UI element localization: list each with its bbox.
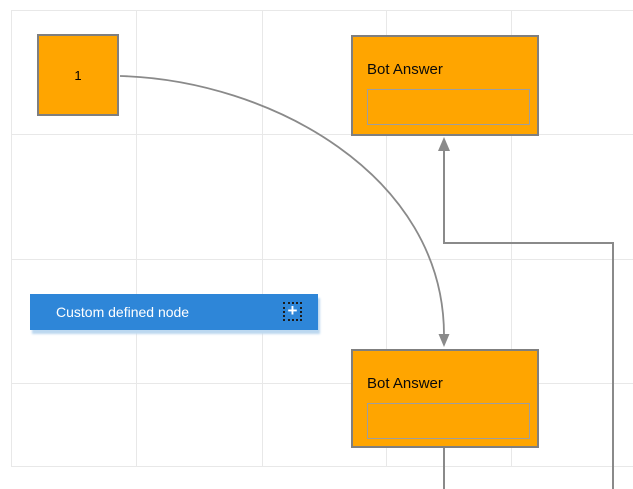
bot-answer-title: Bot Answer xyxy=(367,61,443,78)
bot-answer-text-field[interactable] xyxy=(367,403,530,439)
bot-answer-node-top[interactable]: Bot Answer xyxy=(351,35,539,136)
bot-answer-text-field[interactable] xyxy=(367,89,530,125)
bot-answer-node-bottom[interactable]: Bot Answer xyxy=(351,349,539,448)
arrowhead-down-icon xyxy=(438,334,450,347)
add-node-button[interactable]: + xyxy=(283,302,302,321)
arrowhead-up-icon xyxy=(438,137,450,151)
custom-node-label: Custom defined node xyxy=(56,304,190,320)
connector-bot-bottom-to-bot-top[interactable] xyxy=(438,137,614,489)
plus-icon: + xyxy=(287,301,298,320)
connector-start-to-bot-bottom[interactable] xyxy=(119,75,450,347)
start-node-label: 1 xyxy=(74,67,82,83)
bot-answer-title: Bot Answer xyxy=(367,375,443,392)
start-node[interactable]: 1 xyxy=(37,34,119,116)
custom-defined-node[interactable]: Custom defined node + xyxy=(30,294,318,330)
